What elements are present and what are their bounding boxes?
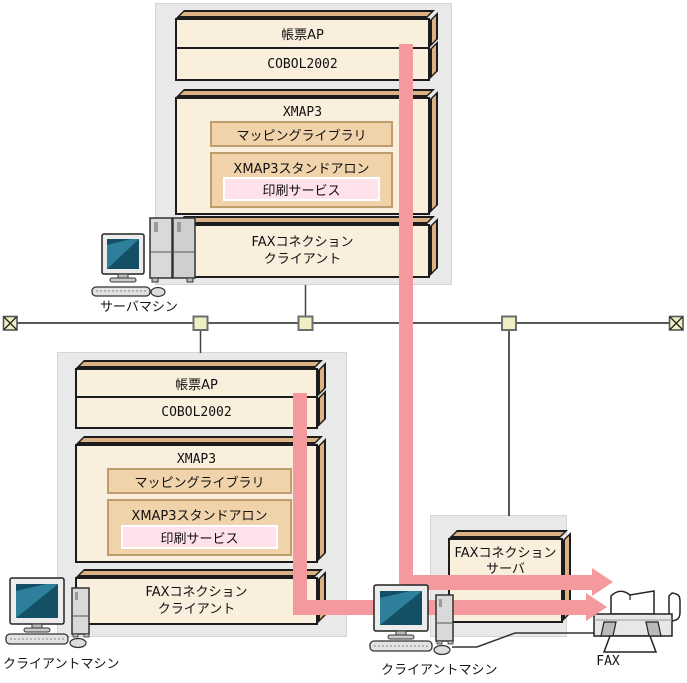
- server-fax-client-line2: クライアント: [263, 252, 342, 267]
- client-box-xmap3-standalone: XMAP3スタンドアロン 印刷サービス: [107, 499, 292, 556]
- client-box-print-service: 印刷サービス: [121, 525, 278, 549]
- fax-server-line2: サーバ: [486, 562, 525, 577]
- label-client-machine-left: クライアントマシン: [3, 657, 120, 672]
- server-box-xmap3-standalone: XMAP3スタンドアロン 印刷サービス: [210, 152, 393, 208]
- client-machine-left-icon: [5, 577, 90, 649]
- bus-terminator-right-icon: [668, 315, 684, 331]
- server-box-mapping-library: マッピングライブラリ: [210, 121, 393, 147]
- client-box-fax-connection-client: FAXコネクション クライアント: [75, 577, 318, 625]
- client-fax-client-line1: FAXコネクション: [145, 585, 248, 600]
- client-print-service-label: 印刷サービス: [160, 531, 239, 547]
- client-mapping-library-label: マッピングライブラリ: [134, 475, 265, 491]
- bus-terminator-left-icon: [2, 315, 18, 331]
- bus-connector-client: [192, 315, 209, 331]
- client-xmap3-standalone-label: XMAP3スタンドアロン: [131, 508, 268, 524]
- server-cobol2002-label: COBOL2002: [267, 56, 338, 72]
- server-box-print-service: 印刷サービス: [223, 177, 380, 201]
- client-box-report-ap: 帳票AP: [75, 368, 318, 398]
- server-box-cobol2002: COBOL2002: [175, 47, 430, 81]
- fax-machine-icon: [593, 590, 681, 653]
- bus-connector-server: [297, 315, 314, 331]
- client-flow-vertical: [293, 393, 307, 615]
- label-fax: FAX: [596, 654, 620, 669]
- server-flow-horizontal: [399, 575, 593, 590]
- server-machine-icon: [91, 217, 196, 298]
- client-box-cobol2002: COBOL2002: [75, 396, 318, 429]
- label-client-machine-center: クライアントマシン: [381, 663, 498, 678]
- bus-connector-fax-server: [501, 315, 517, 331]
- server-mapping-library-label: マッピングライブラリ: [236, 128, 367, 144]
- label-server-machine: サーバマシン: [100, 300, 178, 315]
- client-flow-arrowhead: [586, 593, 607, 621]
- client-xmap3-label: XMAP3: [176, 451, 217, 467]
- server-box-fax-connection-client: FAXコネクション クライアント: [175, 224, 430, 278]
- client-report-ap-label: 帳票AP: [175, 377, 218, 393]
- server-fax-client-line1: FAXコネクション: [251, 235, 354, 250]
- server-xmap3-standalone-label: XMAP3スタンドアロン: [233, 161, 370, 177]
- client-fax-client-line2: クライアント: [157, 602, 236, 617]
- server-flow-arrowhead: [592, 568, 613, 596]
- server-print-service-label: 印刷サービス: [262, 183, 341, 199]
- server-xmap3-label: XMAP3: [282, 104, 323, 120]
- client-cobol2002-label: COBOL2002: [161, 405, 232, 420]
- fax-server-line1: FAXコネクション: [454, 546, 557, 561]
- client-machine-center-icon: [369, 584, 454, 656]
- server-box-report-ap: 帳票AP: [175, 18, 430, 49]
- server-flow-vertical: [399, 44, 413, 590]
- fax-cable: [452, 632, 597, 648]
- server-report-ap-label: 帳票AP: [281, 28, 324, 43]
- client-box-mapping-library: マッピングライブラリ: [107, 468, 292, 494]
